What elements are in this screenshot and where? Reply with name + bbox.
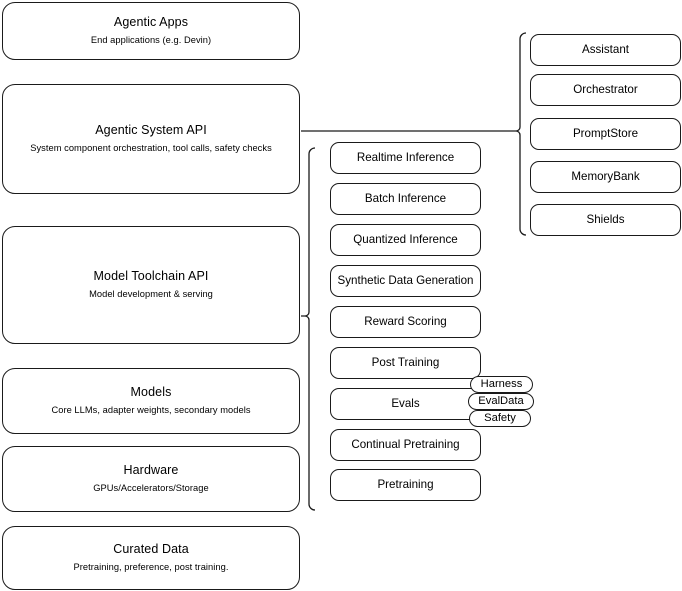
component-label: Continual Pretraining (351, 438, 460, 452)
component-label: Realtime Inference (356, 151, 455, 165)
layer-agentic-system-api[interactable]: Agentic System API System component orch… (2, 84, 300, 194)
component-label: PromptStore (572, 127, 639, 141)
layer-hardware[interactable]: Hardware GPUs/Accelerators/Storage (2, 446, 300, 512)
layer-title: Curated Data (113, 542, 189, 557)
component-label: Orchestrator (573, 83, 638, 97)
component-label: Assistant (581, 43, 630, 57)
component-promptstore[interactable]: PromptStore (530, 118, 681, 150)
brace-agentic-system (512, 32, 527, 236)
component-label: Shields (586, 213, 625, 227)
evals-tag-harness[interactable]: Harness (470, 376, 533, 393)
layer-curated-data[interactable]: Curated Data Pretraining, preference, po… (2, 526, 300, 590)
layer-subtitle: Pretraining, preference, post training. (73, 562, 229, 573)
component-label: Pretraining (377, 478, 434, 492)
layer-subtitle: System component orchestration, tool cal… (30, 143, 272, 154)
evals-tag-label: EvalData (478, 394, 524, 407)
layer-model-toolchain-api[interactable]: Model Toolchain API Model development & … (2, 226, 300, 344)
component-post-training[interactable]: Post Training (330, 347, 481, 379)
layer-title: Model Toolchain API (93, 269, 209, 284)
component-assistant[interactable]: Assistant (530, 34, 681, 66)
layer-agentic-apps[interactable]: Agentic Apps End applications (e.g. Devi… (2, 2, 300, 60)
component-label: Batch Inference (364, 192, 447, 206)
layer-title: Hardware (123, 463, 179, 478)
component-label: Reward Scoring (364, 315, 447, 329)
layer-subtitle: Model development & serving (89, 289, 213, 300)
layer-title: Models (130, 385, 172, 400)
component-pretraining[interactable]: Pretraining (330, 469, 481, 501)
component-reward-scoring[interactable]: Reward Scoring (330, 306, 481, 338)
component-label: Evals (391, 397, 420, 411)
layer-subtitle: End applications (e.g. Devin) (90, 35, 212, 46)
evals-tag-safety[interactable]: Safety (469, 410, 531, 427)
layer-title: Agentic System API (95, 123, 207, 138)
component-label: Post Training (371, 356, 440, 370)
component-quantized-inference[interactable]: Quantized Inference (330, 224, 481, 256)
layer-subtitle: Core LLMs, adapter weights, secondary mo… (51, 405, 251, 416)
component-continual-pretraining[interactable]: Continual Pretraining (330, 429, 481, 461)
component-batch-inference[interactable]: Batch Inference (330, 183, 481, 215)
evals-tag-evaldata[interactable]: EvalData (468, 393, 534, 410)
component-evals[interactable]: Evals (330, 388, 481, 420)
component-label: Quantized Inference (353, 233, 458, 247)
layer-subtitle: GPUs/Accelerators/Storage (93, 483, 209, 494)
component-orchestrator[interactable]: Orchestrator (530, 74, 681, 106)
component-memorybank[interactable]: MemoryBank (530, 161, 681, 193)
component-realtime-inference[interactable]: Realtime Inference (330, 142, 481, 174)
evals-tag-label: Safety (484, 411, 516, 424)
component-synthetic-data-generation[interactable]: Synthetic Data Generation (330, 265, 481, 297)
evals-tag-label: Harness (480, 377, 523, 390)
brace-model-toolchain (301, 147, 316, 511)
component-label: MemoryBank (571, 170, 640, 184)
layer-title: Agentic Apps (113, 15, 189, 30)
component-shields[interactable]: Shields (530, 204, 681, 236)
layer-models[interactable]: Models Core LLMs, adapter weights, secon… (2, 368, 300, 434)
component-label: Synthetic Data Generation (337, 274, 474, 288)
